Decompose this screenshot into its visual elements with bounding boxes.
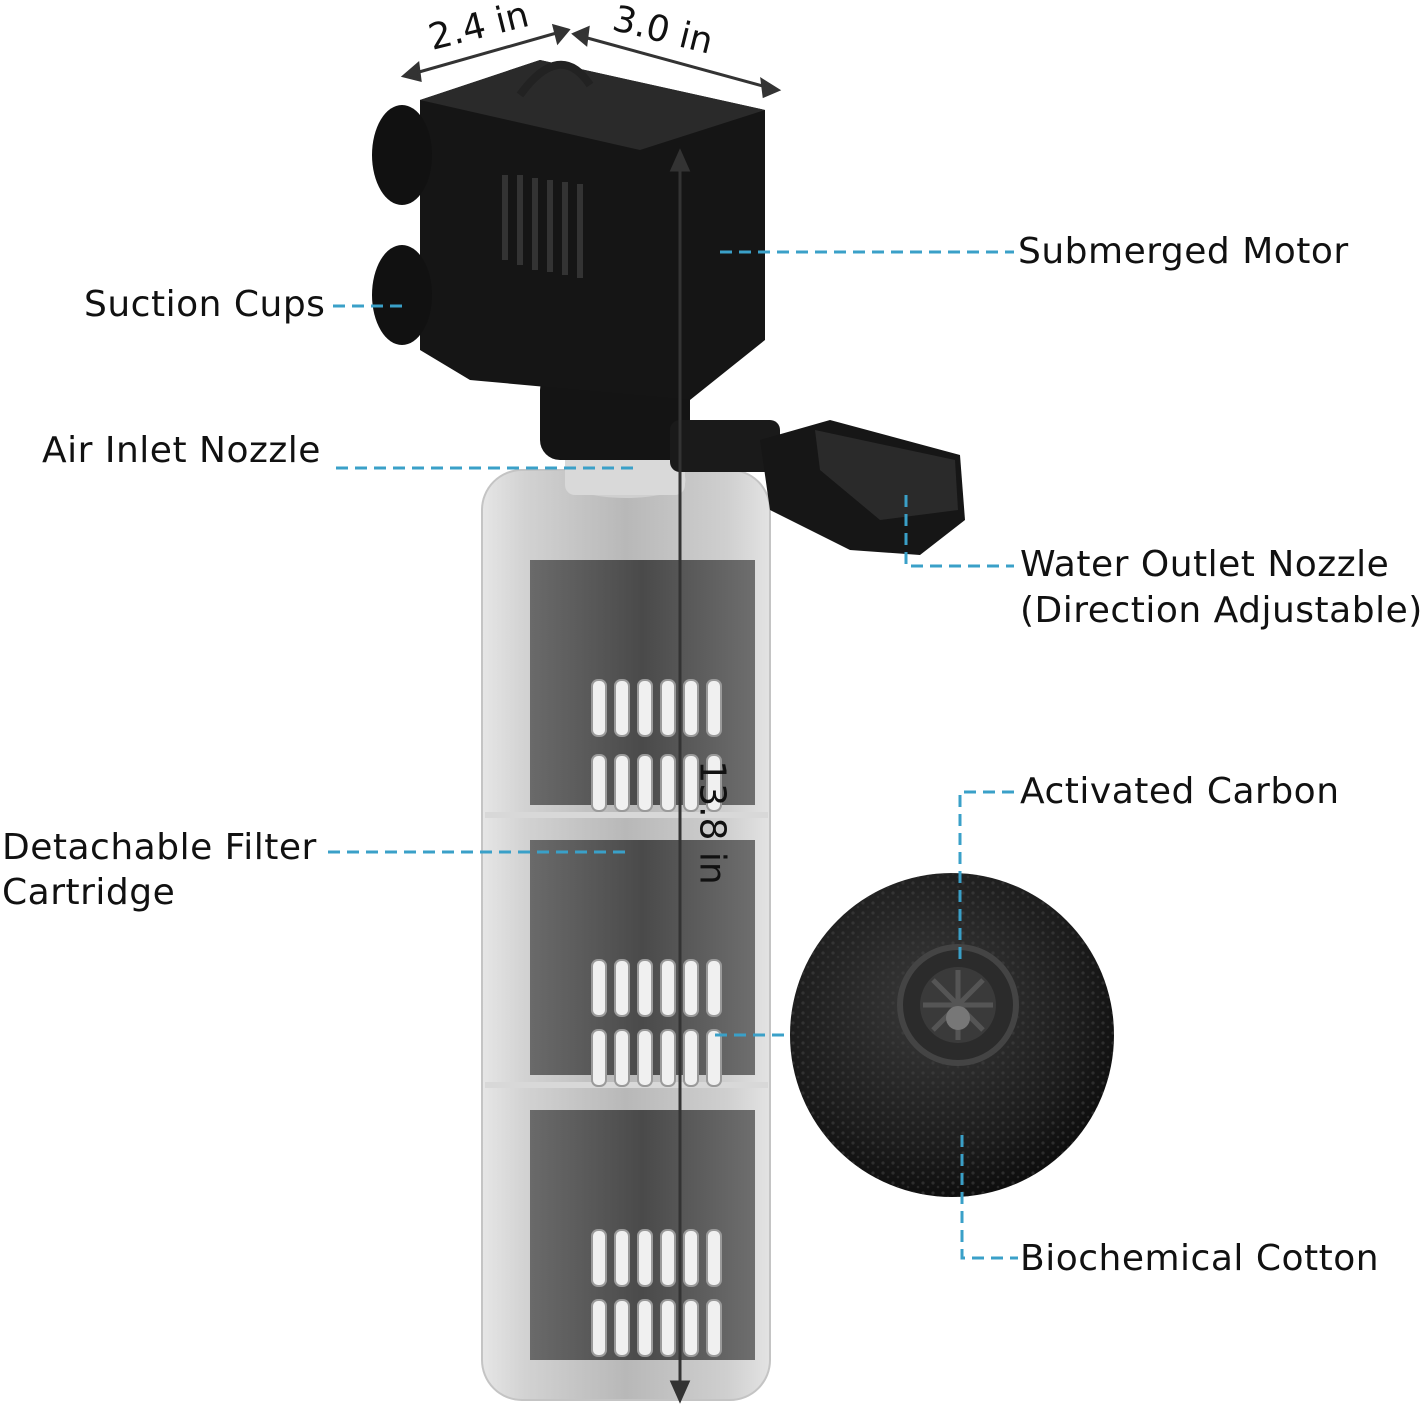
callout-biochemical-cotton: Biochemical Cotton [1020,1238,1380,1279]
dimension-lines [400,23,782,1404]
callout-filter-cartridge-line2: Cartridge [2,872,176,913]
water-outlet-nozzle [670,420,965,555]
callout-water-outlet-line1: Water Outlet Nozzle [1020,544,1390,585]
sponge-disc [790,873,1114,1197]
callout-activated-carbon: Activated Carbon [1020,771,1340,812]
filter-cartridge-body [481,462,771,1401]
callout-water-outlet-line2: (Direction Adjustable) [1020,590,1423,631]
callout-suction-cups: Suction Cups [84,284,326,325]
suction-cups-graphic [372,105,432,345]
callout-submerged-motor: Submerged Motor [1018,231,1349,272]
callout-air-inlet-nozzle: Air Inlet Nozzle [42,430,321,471]
callout-filter-cartridge-line1: Detachable Filter [2,827,317,868]
dimension-height-label: 13.8 in [691,760,733,885]
motor-housing [420,60,765,400]
leader-lines [328,250,1018,1260]
